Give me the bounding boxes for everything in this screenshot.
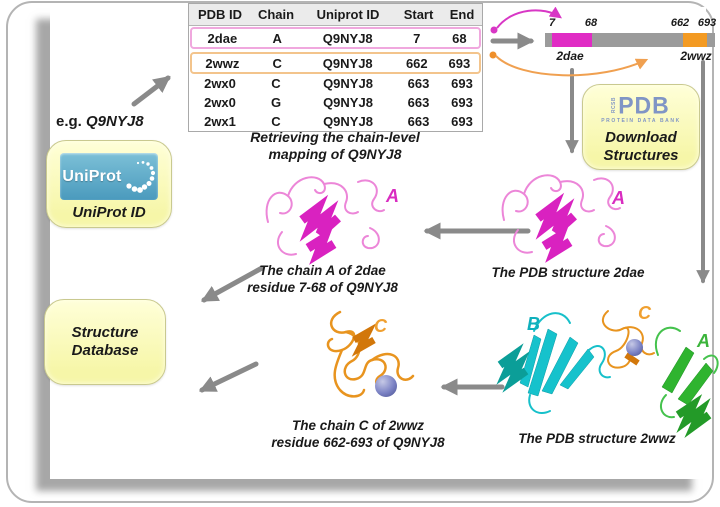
cell: A [272, 30, 282, 46]
header-uniprot-id: Uniprot ID [316, 7, 380, 22]
cell: 693 [451, 95, 473, 110]
pdb-logo-subtext: PROTEIN DATA BANK [601, 118, 681, 124]
cell: 7 [413, 30, 421, 46]
cell: C [271, 114, 281, 129]
pdb-logo-text: PDB [618, 91, 670, 119]
uniprot-logo-icon: UniProt [60, 153, 158, 200]
uniprot-dots-icon [125, 160, 155, 193]
sequence-region-2dae [552, 33, 592, 47]
cell: 2wx0 [204, 95, 236, 110]
caption-chain-a-line2: residue 7-68 of Q9NYJ8 [247, 280, 398, 295]
bar-label-2wwz: 2wwz [680, 49, 712, 63]
caption-chain-a-line1: The chain A of 2dae [259, 263, 386, 278]
caption-chain-a: The chain A of 2dae residue 7-68 of Q9NY… [210, 262, 435, 296]
uniprot-box-label: UniProt ID [72, 204, 146, 221]
cell: Q9NYJ8 [323, 114, 373, 129]
caption-chain-c-line2: residue 662-693 of Q9NYJ8 [271, 435, 445, 450]
sequence-region-2wwz [683, 33, 707, 47]
pdb-logo-icon: RCSB PDB PROTEIN DATA BANK [601, 91, 681, 124]
pdb-download-box: RCSB PDB PROTEIN DATA BANK Download Stru… [582, 84, 700, 170]
caption-pdb-2dae: The PDB structure 2dae [491, 265, 645, 280]
caption-chain-c-line1: The chain C of 2wwz [291, 418, 424, 433]
table-row-2dae: 2dae A Q9NYJ8 7 68 [190, 27, 481, 49]
database-label-line1: Structure [71, 324, 139, 341]
tick-7: 7 [548, 17, 556, 29]
cell: 2wwz [205, 55, 240, 71]
caption-chain-c: The chain C of 2wwz residue 662-693 of Q… [238, 417, 478, 451]
uniprot-logo-text: UniProt [62, 167, 122, 185]
cell: G [270, 95, 282, 110]
cell: 693 [451, 76, 473, 91]
mapping-table: PDB ID Chain Uniprot ID Start End 2dae A… [188, 3, 483, 132]
cell: Q9NYJ8 [322, 30, 373, 46]
cell: 2wx1 [204, 114, 236, 129]
cell: Q9NYJ8 [323, 76, 373, 91]
header-start: Start [403, 7, 434, 22]
chain-label-a-2wwz-full: A [697, 331, 710, 351]
cell: 663 [407, 95, 430, 110]
cell: 662 [405, 55, 428, 71]
figure-border [6, 1, 714, 503]
table-caption-line2: mapping of Q9NYJ8 [268, 146, 402, 162]
table-caption-line1: Retrieving the chain-level [250, 129, 420, 145]
structure-database-box: Structure Database [44, 299, 166, 385]
uniprot-box: UniProt UniProt ID [46, 140, 172, 228]
header-chain: Chain [257, 7, 295, 22]
chain-label-c-2wwz-full: C [638, 303, 651, 323]
table-caption: Retrieving the chain-level mapping of Q9… [210, 129, 460, 163]
cell: 693 [451, 114, 473, 129]
table-row-2wx1-c: 2wx1 C Q9NYJ8 663 693 [189, 112, 482, 131]
cell: 693 [448, 55, 471, 71]
zinc-ion-icon [375, 375, 397, 397]
chain-label-a-2dae-chain: A [386, 186, 399, 206]
tick-662: 662 [670, 17, 690, 29]
header-pdb-id: PDB ID [197, 7, 243, 22]
pdb-logo-side-text: RCSB [611, 97, 618, 114]
table-row-2wx0-c: 2wx0 C Q9NYJ8 663 693 [189, 74, 482, 93]
tick-693: 693 [697, 17, 717, 29]
table-row-2wwz: 2wwz C Q9NYJ8 662 693 [190, 52, 481, 74]
cell: 663 [407, 114, 430, 129]
caption-pdb-2wwz: The PDB structure 2wwz [518, 431, 676, 446]
database-label-line2: Database [71, 342, 139, 359]
pdb-box-label-line2: Structures [603, 147, 679, 164]
table-header-row: PDB ID Chain Uniprot ID Start End [189, 4, 482, 26]
pdb-box-label-line1: Download [605, 129, 677, 146]
cell: 663 [407, 76, 430, 91]
accession-id: Q9NYJ8 [86, 113, 144, 130]
cell: 2wx0 [204, 76, 236, 91]
cell: Q9NYJ8 [323, 95, 373, 110]
example-prefix: e.g. [56, 113, 82, 130]
header-end: End [449, 7, 475, 22]
sequence-bar [545, 33, 715, 47]
example-accession: e.g. Q9NYJ8 [56, 113, 144, 130]
cell: 68 [452, 30, 467, 46]
table-row-2wx0-g: 2wx0 G Q9NYJ8 663 693 [189, 93, 482, 112]
chain-label-c-2wwz-chain: C [374, 316, 387, 336]
cell: Q9NYJ8 [322, 55, 373, 71]
zinc-ion-icon [626, 339, 643, 356]
chain-label-a-2dae-full: A [612, 188, 625, 208]
bar-label-2dae: 2dae [556, 49, 584, 63]
cell: C [271, 76, 281, 91]
cell: 2dae [207, 30, 238, 46]
tick-68: 68 [584, 17, 598, 29]
chain-label-b-2wwz-full: B [527, 314, 540, 334]
cell: C [272, 55, 282, 71]
